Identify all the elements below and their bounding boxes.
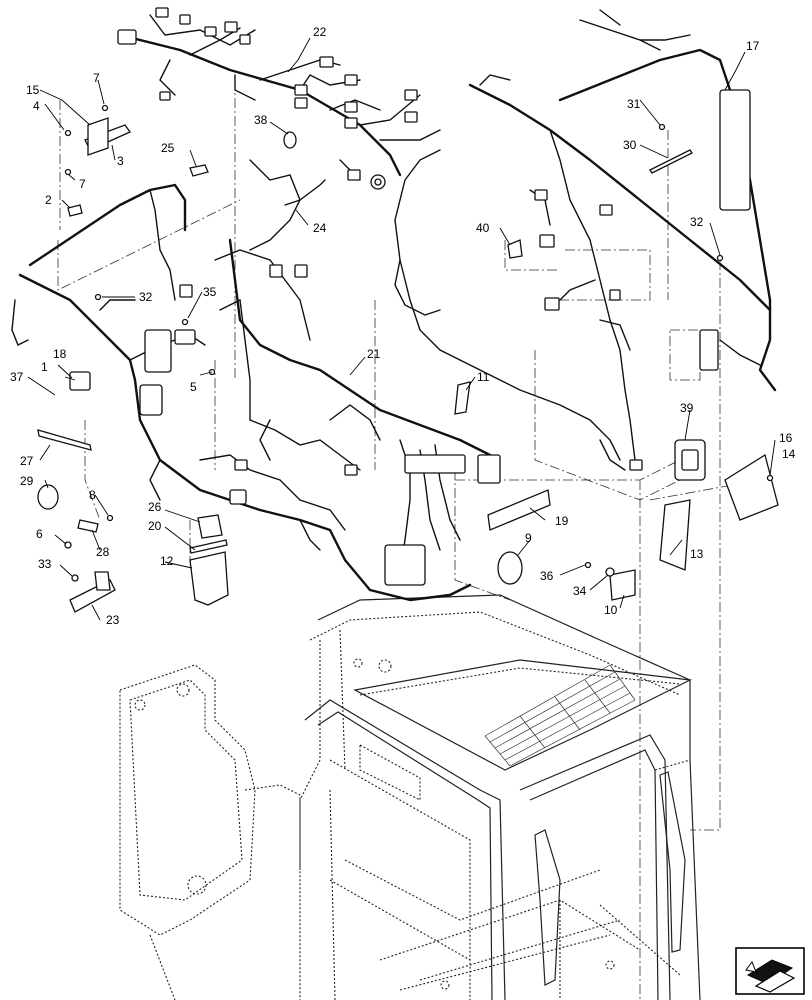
callout-1: 1 xyxy=(41,360,48,374)
callout-35: 35 xyxy=(203,285,217,299)
leader-lines xyxy=(27,37,776,621)
callout-36: 36 xyxy=(540,569,554,583)
callout-21: 21 xyxy=(367,347,381,361)
callout-37: 37 xyxy=(10,370,24,384)
callout-7-upper: 7 xyxy=(93,71,100,85)
roof-vent-grille xyxy=(484,664,636,767)
callout-13: 13 xyxy=(690,547,704,561)
callout-28: 28 xyxy=(96,545,110,559)
phantom-lines xyxy=(57,80,761,1000)
callout-23: 23 xyxy=(106,613,120,627)
callout-40: 40 xyxy=(476,221,490,235)
view-direction-arrow-icon xyxy=(735,947,805,995)
callout-31: 31 xyxy=(627,97,641,111)
callout-24: 24 xyxy=(313,221,327,235)
callout-2: 2 xyxy=(45,193,52,207)
callout-14: 14 xyxy=(782,447,796,461)
callout-labels: 15 4 7 3 7 25 2 38 22 24 32 35 1 18 37 5… xyxy=(10,25,796,627)
callout-8: 8 xyxy=(89,488,96,502)
cab-frame xyxy=(119,594,701,1000)
upper-harness-22 xyxy=(117,7,441,190)
callout-20: 20 xyxy=(148,519,162,533)
callout-33: 33 xyxy=(38,557,52,571)
small-parts xyxy=(37,104,779,613)
callout-16: 16 xyxy=(779,431,793,445)
callout-9: 9 xyxy=(525,531,532,545)
callout-5: 5 xyxy=(190,380,197,394)
callout-3: 3 xyxy=(117,154,124,168)
callout-12: 12 xyxy=(160,554,174,568)
roof-harness-17 xyxy=(394,9,777,471)
callout-32-right: 32 xyxy=(690,215,704,229)
callout-25: 25 xyxy=(161,141,175,155)
callout-18: 18 xyxy=(53,347,67,361)
callout-26: 26 xyxy=(148,500,162,514)
callout-34: 34 xyxy=(573,584,587,598)
callout-10: 10 xyxy=(604,603,618,617)
callout-29: 29 xyxy=(20,474,34,488)
callout-15: 15 xyxy=(26,83,40,97)
callout-19: 19 xyxy=(555,514,569,528)
callout-22: 22 xyxy=(313,25,327,39)
callout-27: 27 xyxy=(20,454,34,468)
callout-38: 38 xyxy=(254,113,268,127)
callout-17: 17 xyxy=(746,39,760,53)
callout-32-left: 32 xyxy=(139,290,153,304)
main-harness-21 xyxy=(11,159,501,602)
callout-39: 39 xyxy=(680,401,694,415)
callout-30: 30 xyxy=(623,138,637,152)
callout-11: 11 xyxy=(477,370,490,384)
callout-7-lower: 7 xyxy=(79,177,86,191)
callout-4: 4 xyxy=(33,99,40,113)
callout-6: 6 xyxy=(36,527,43,541)
